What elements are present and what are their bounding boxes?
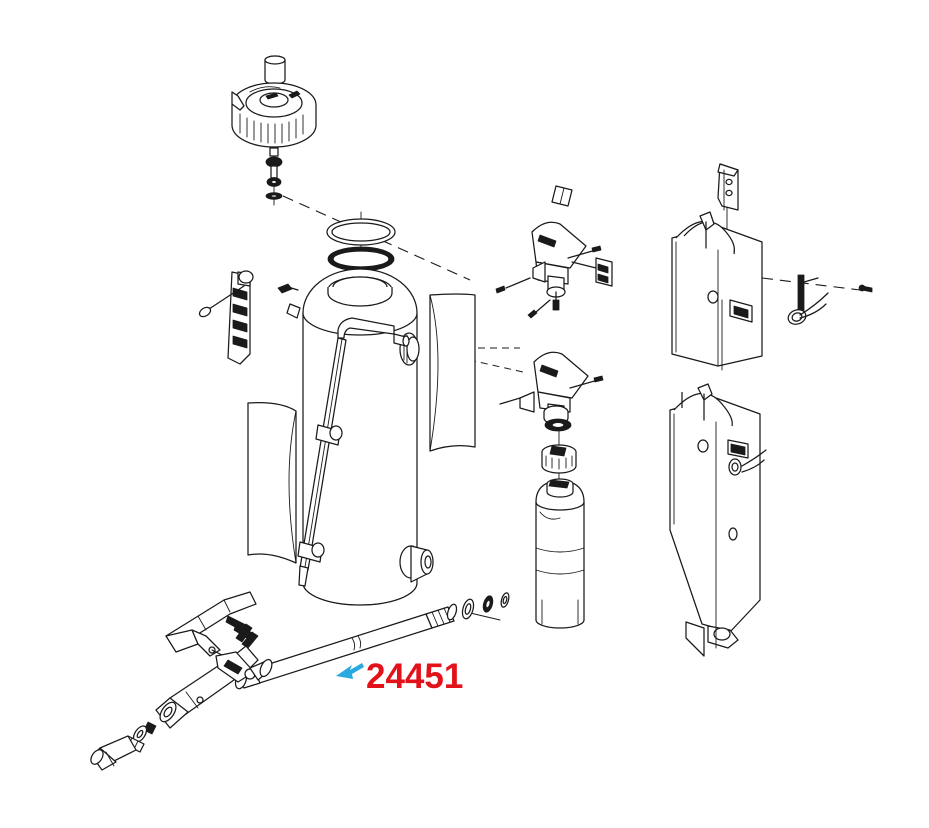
callout-arrow: [336, 663, 364, 679]
pump-valve-stem: [265, 147, 283, 200]
tank-gasket-ring-lower: [327, 246, 395, 272]
housing-top-bracket: [717, 163, 739, 211]
pump-knob-top: [264, 55, 286, 85]
side-mount-bracket: [198, 270, 299, 365]
lynch-pin: [787, 274, 829, 325]
regulator-valve-head: [499, 351, 604, 474]
lance-tip-washers: [461, 592, 510, 620]
tank-dip-tube: [297, 317, 410, 587]
housing-cover-assembled: [669, 383, 767, 657]
tank-outlet-port-lower: [399, 545, 434, 583]
lance-nozzle: [90, 721, 157, 771]
tank-body: [286, 268, 434, 606]
valve-clamp: [571, 257, 613, 287]
screw: [858, 284, 873, 293]
tank-gasket-ring-upper: [326, 218, 396, 246]
gas-cylinder: [535, 478, 585, 629]
regulator-washer: [544, 418, 572, 432]
retaining-clips: [225, 615, 259, 649]
lance-grip-handle: [155, 645, 273, 729]
shield-panel-right: [429, 293, 476, 452]
valve-key-chip: [551, 185, 573, 207]
housing-cover-exploded: [671, 211, 763, 371]
cylinder-cap: [541, 444, 577, 474]
trigger-valve-assembly-upper: [495, 185, 613, 319]
pump-handle-cap: [231, 82, 317, 148]
part-number-callout: 24451: [366, 657, 464, 696]
small-fastener: [277, 283, 299, 294]
bracket-pin: [198, 285, 245, 318]
shield-panel-left: [247, 402, 297, 564]
